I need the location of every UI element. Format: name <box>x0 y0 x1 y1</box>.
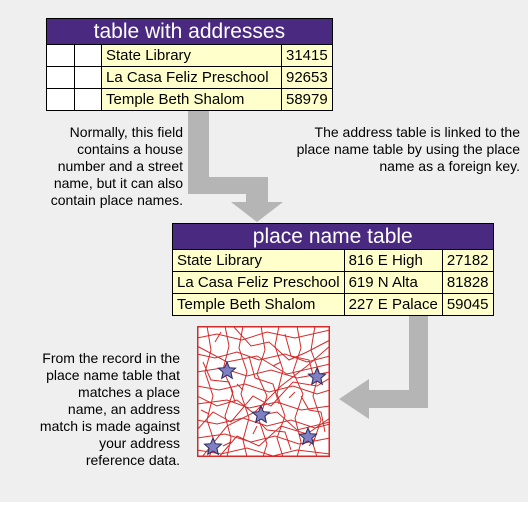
star-icon <box>217 360 237 380</box>
map-streets <box>197 326 330 457</box>
star-icon <box>298 426 318 446</box>
address-table-title: table with addresses <box>46 18 333 45</box>
place-name-cell: Temple Beth Shalom <box>172 293 345 316</box>
zip-cell: 31415 <box>281 44 333 67</box>
place-name-cell: Temple Beth Shalom <box>101 88 282 111</box>
table-row: Temple Beth Shalom 227 E Palace 59045 <box>172 293 494 316</box>
zip-cell: 81828 <box>441 271 494 294</box>
match-note: From the record in the place name table … <box>39 350 180 468</box>
zip-cell: 59045 <box>441 293 494 316</box>
table-row: Temple Beth Shalom 58979 <box>46 88 333 111</box>
place-name-cell: La Casa Feliz Preschool <box>101 66 282 89</box>
table-row: La Casa Feliz Preschool 619 N Alta 81828 <box>172 271 494 294</box>
empty-cell <box>74 88 102 111</box>
place-name-cell: State Library <box>101 44 282 67</box>
zip-cell: 58979 <box>281 88 333 111</box>
empty-cell <box>74 66 102 89</box>
field-note: Normally, this field contains a house nu… <box>50 124 183 208</box>
star-icon <box>251 404 271 424</box>
place-name-table: place name table State Library 816 E Hig… <box>172 223 494 316</box>
street-map <box>197 326 330 457</box>
empty-cell <box>74 44 102 67</box>
star-icon <box>307 366 327 386</box>
place-name-cell: State Library <box>172 249 345 272</box>
empty-cell <box>46 66 75 89</box>
table-row: State Library 31415 <box>46 44 333 67</box>
empty-cell <box>46 88 75 111</box>
address-table: table with addresses State Library 31415… <box>46 18 333 111</box>
table-row: State Library 816 E High 27182 <box>172 249 494 272</box>
match-arrow <box>339 295 428 419</box>
star-icon <box>203 436 223 456</box>
address-cell: 816 E High <box>343 249 443 272</box>
empty-cell <box>46 44 75 67</box>
zip-cell: 27182 <box>441 249 494 272</box>
zip-cell: 92653 <box>281 66 333 89</box>
place-name-cell: La Casa Feliz Preschool <box>172 271 345 294</box>
place-table-title: place name table <box>172 223 494 250</box>
address-cell: 227 E Palace <box>343 293 443 316</box>
link-arrow <box>188 110 283 222</box>
map-markers <box>203 360 327 456</box>
address-cell: 619 N Alta <box>343 271 443 294</box>
link-note: The address table is linked to the place… <box>296 124 520 174</box>
table-row: La Casa Feliz Preschool 92653 <box>46 66 333 89</box>
